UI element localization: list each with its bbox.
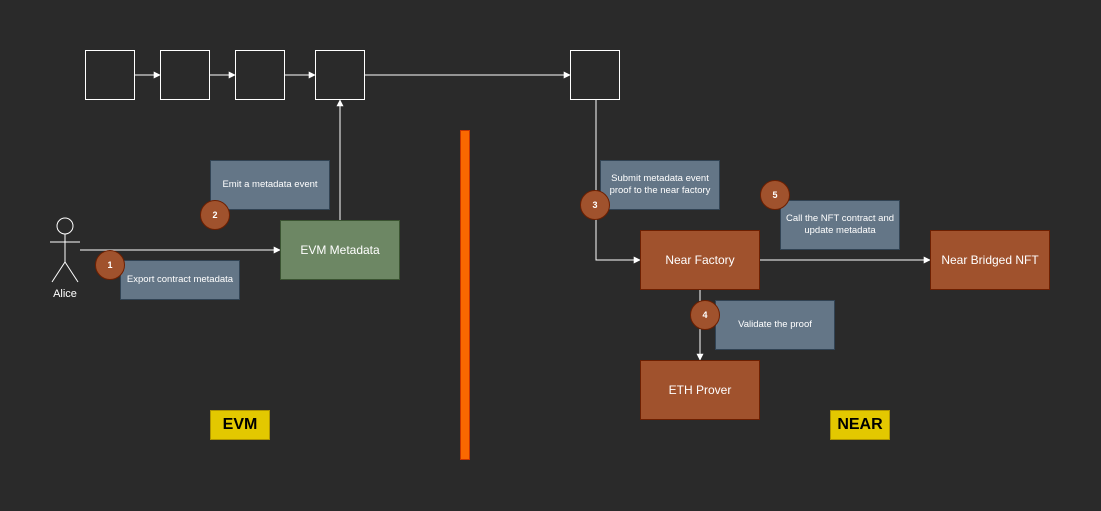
near-factory-box[interactable]: Near Factory [640, 230, 760, 290]
near-block [570, 50, 620, 100]
evm-metadata-box[interactable]: EVM Metadata [280, 220, 400, 280]
evm-block-1 [85, 50, 135, 100]
step-badge-5: 5 [760, 180, 790, 210]
step-badge-3: 3 [580, 190, 610, 220]
step-badge-1: 1 [95, 250, 125, 280]
note-validate-proof: Validate the proof [715, 300, 835, 350]
note-update-metadata: Call the NFT contract and update metadat… [780, 200, 900, 250]
near-zone-label: NEAR [830, 410, 890, 440]
note-submit-proof: Submit metadata event proof to the near … [600, 160, 720, 210]
evm-block-4 [315, 50, 365, 100]
evm-zone-label: EVM [210, 410, 270, 440]
evm-block-3 [235, 50, 285, 100]
note-emit-metadata-event: Emit a metadata event [210, 160, 330, 210]
eth-prover-box[interactable]: ETH Prover [640, 360, 760, 420]
alice-label: Alice [53, 288, 77, 300]
chain-divider [460, 130, 470, 460]
note-export-contract-metadata: Export contract metadata [120, 260, 240, 300]
near-bridged-nft-box[interactable]: Near Bridged NFT [930, 230, 1050, 290]
evm-block-2 [160, 50, 210, 100]
step-badge-2: 2 [200, 200, 230, 230]
submit-arrow [595, 100, 641, 264]
step-badge-4: 4 [690, 300, 720, 330]
alice-actor-icon [50, 217, 80, 283]
